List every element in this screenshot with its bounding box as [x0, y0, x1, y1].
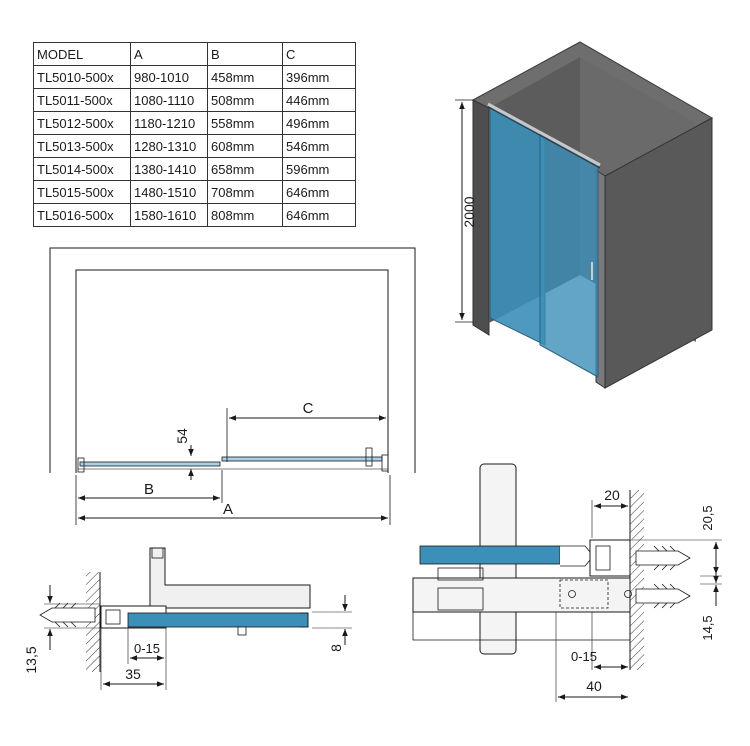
label-54: 54 [174, 428, 190, 444]
cell-b: 608mm [207, 134, 283, 158]
label-b: B [144, 481, 154, 498]
label-20: 20 [604, 487, 620, 503]
cell-model: TL5012-500x [33, 111, 131, 135]
cell-b: 658mm [207, 157, 283, 181]
cell-c: 446mm [282, 88, 356, 112]
label-8: 8 [328, 644, 344, 652]
label-0-15-left: 0-15 [134, 641, 160, 656]
label-0-15-right: 0-15 [571, 649, 597, 664]
label-35: 35 [125, 666, 141, 682]
cell-a: 1280-1310 [130, 134, 208, 158]
label-20-5: 20,5 [700, 505, 715, 530]
header-a: A [130, 42, 208, 66]
cell-a: 980-1010 [130, 65, 208, 89]
table-row: TL5013-500x 1280-1310 608mm 546mm [33, 134, 356, 158]
header-model: MODEL [33, 42, 131, 66]
plan-view: C 54 B A [49, 247, 416, 525]
glass-left-detail [127, 612, 309, 628]
label-14-5: 14,5 [700, 615, 715, 640]
label-a: A [223, 501, 233, 518]
right-detail: 20 20,5 14,5 0-15 40 [412, 463, 722, 702]
table-row: TL5012-500x 1180-1210 558mm 496mm [33, 111, 356, 135]
label-13-5: 13,5 [23, 646, 39, 673]
wall-dowel-right-bottom [635, 588, 691, 604]
wall-dowel-left [39, 607, 96, 623]
isometric-shower-view: 2000 [455, 41, 714, 389]
cell-c: 646mm [282, 203, 356, 227]
table-header-row: MODEL A B C [33, 42, 356, 66]
height-label: 2000 [461, 196, 477, 227]
cell-c: 496mm [282, 111, 356, 135]
table-row: TL5016-500x 1580-1610 808mm 646mm [33, 203, 356, 227]
cell-model: TL5014-500x [33, 157, 131, 181]
label-40: 40 [586, 678, 602, 694]
sliding-panel-plan [221, 456, 383, 462]
label-c: C [303, 400, 314, 417]
cell-a: 1580-1610 [130, 203, 208, 227]
cell-a: 1480-1510 [130, 180, 208, 204]
cell-b: 508mm [207, 88, 283, 112]
glass-right-detail [419, 545, 561, 565]
cell-model: TL5016-500x [33, 203, 131, 227]
fixed-glass-panel [489, 104, 546, 346]
cell-b: 458mm [207, 65, 283, 89]
sliding-glass-door [539, 133, 599, 378]
fixed-panel-plan [79, 461, 221, 467]
cell-model: TL5010-500x [33, 65, 131, 89]
wall-dowel-right-top [635, 550, 691, 566]
cell-model: TL5013-500x [33, 134, 131, 158]
cell-b: 808mm [207, 203, 283, 227]
table-row: TL5014-500x 1380-1410 658mm 596mm [33, 157, 356, 181]
spec-table: MODEL A B C TL5010-500x 980-1010 458mm 3… [33, 42, 356, 227]
cell-c: 646mm [282, 180, 356, 204]
cell-b: 558mm [207, 111, 283, 135]
left-detail: 13,5 8 0-15 35 [23, 547, 352, 690]
